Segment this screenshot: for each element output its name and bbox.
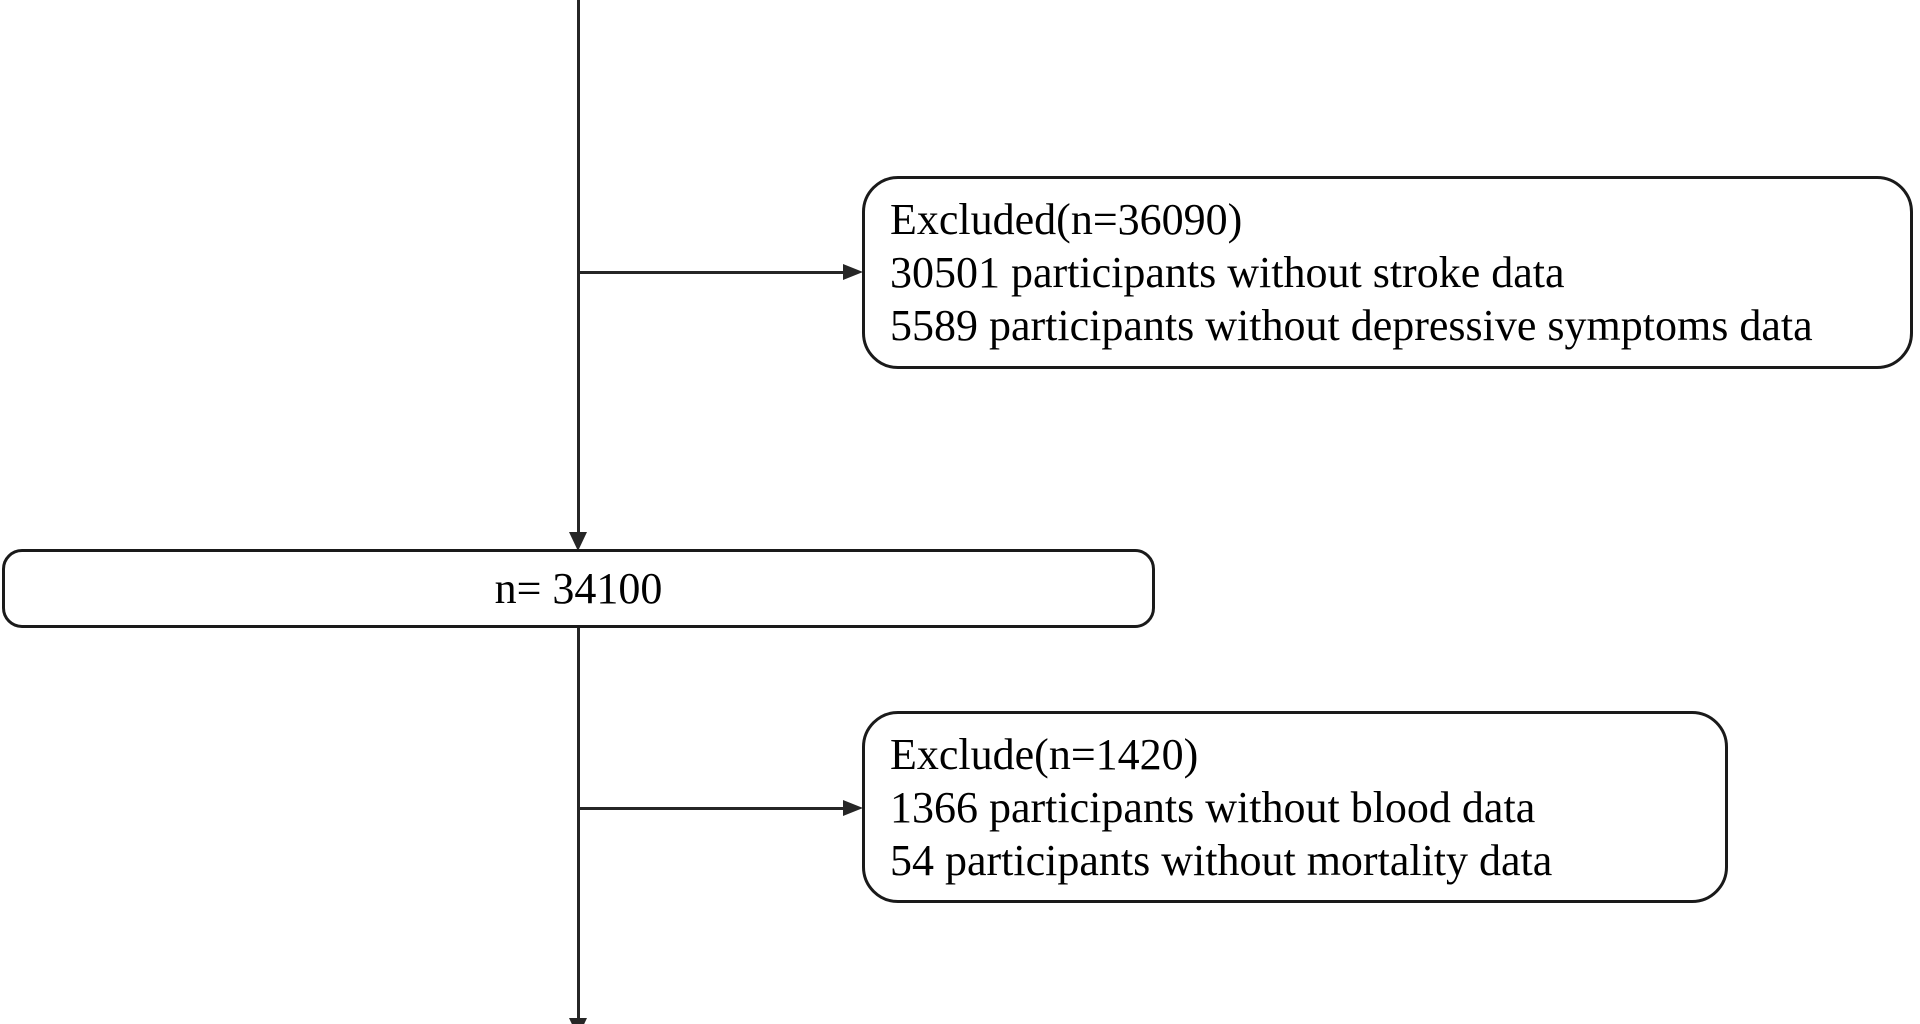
cohort-box: n= 34100 [2, 549, 1155, 628]
arrow-down-icon [569, 1018, 587, 1024]
flow-line-exclusion-bottom [579, 807, 845, 810]
excluded-bottom-title: Exclude(n=1420) [890, 729, 1199, 779]
flow-line-vertical-bottom [577, 628, 580, 1018]
arrow-down-icon [569, 532, 587, 551]
arrow-right-icon [843, 264, 863, 280]
excluded-top-reason-1: 30501 participants without stroke data [890, 248, 1565, 297]
excluded-top-reason-2: 5589 participants without depressive sym… [890, 301, 1813, 350]
cohort-count-label: n= 34100 [494, 564, 663, 613]
excluded-top-box: Excluded(n=36090) 30501 participants wit… [862, 176, 1913, 369]
flow-line-vertical-top [577, 0, 580, 534]
flow-line-exclusion-top [579, 271, 845, 274]
excluded-bottom-reason-1: 1366 participants without blood data [890, 782, 1536, 832]
excluded-bottom-reason-2: 54 participants without mortality data [890, 835, 1553, 885]
excluded-bottom-box: Exclude(n=1420) 1366 participants withou… [862, 711, 1728, 903]
excluded-top-title: Excluded(n=36090) [890, 195, 1243, 244]
arrow-right-icon [843, 800, 863, 816]
